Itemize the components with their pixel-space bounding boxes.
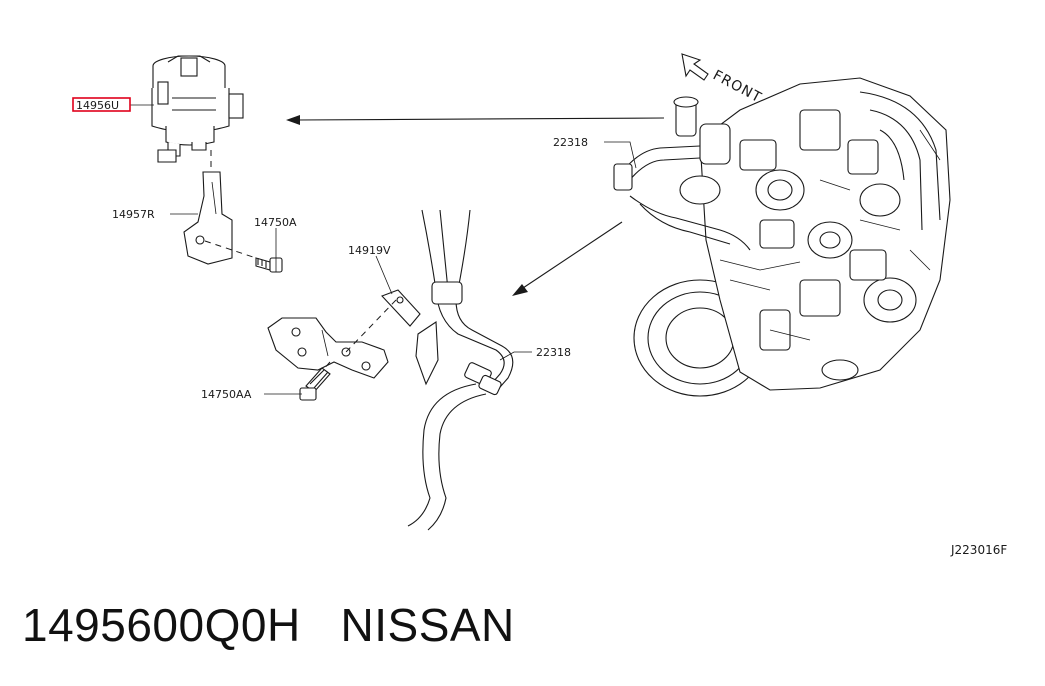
engine-illustration <box>613 77 951 397</box>
parts-diagram: FRONT 14956U 14957R 14750A 14919V 14750A… <box>72 53 951 531</box>
callout-bolt-lower[interactable]: 14750AA <box>201 388 252 401</box>
solenoid-callout-highlight <box>72 97 131 112</box>
solenoid-valve <box>151 55 244 163</box>
lower-bracket-assembly <box>267 289 421 401</box>
brand-name: NISSAN <box>340 599 515 651</box>
callout-hose-engine[interactable]: 22318 <box>553 136 588 149</box>
pointer-arrow-bracket <box>512 221 623 296</box>
front-label: FRONT <box>710 67 764 106</box>
pointer-arrow-solenoid <box>286 115 665 125</box>
callout-bracket-lower[interactable]: 14919V <box>348 244 391 257</box>
callout-hose-lower[interactable]: 22318 <box>536 346 571 359</box>
part-number: 1495600Q0H <box>22 599 301 651</box>
callout-bracket[interactable]: 14957R <box>112 208 155 221</box>
front-arrow-icon <box>681 53 709 81</box>
bolt-upper <box>255 257 283 273</box>
callout-solenoid[interactable]: 14956U <box>76 99 119 112</box>
part-caption: 1495600Q0H NISSAN <box>22 598 515 652</box>
callout-bolt-upper[interactable]: 14750A <box>254 216 297 229</box>
solenoid-bracket <box>183 171 233 265</box>
drawing-code: J223016F <box>951 543 1008 557</box>
pipes <box>407 209 514 531</box>
